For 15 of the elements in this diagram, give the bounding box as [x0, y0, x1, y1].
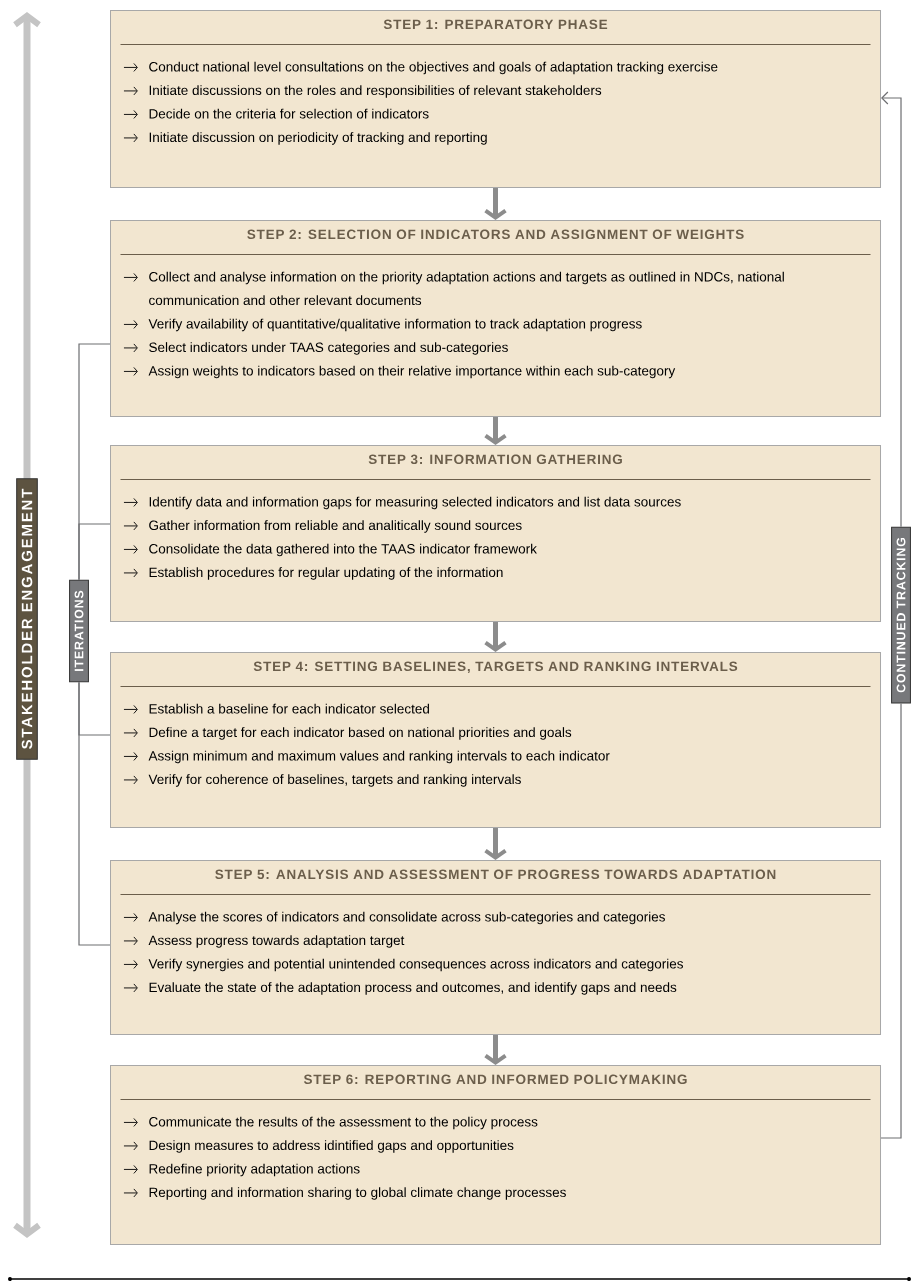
arrow [881, 91, 902, 528]
step-box: STEP 4: SETTING BASELINES, TARGETS AND RANKING INTERVALS Establish a baseline for each indicator selected Define a target for each indicator based on national priorities and goals Assign minimum and maximum values and ranking intervals to each indicator Verify for coherence of baselines, targets and ranking intervals [110, 652, 881, 828]
arrow [484, 622, 507, 652]
step-box: STEP 6: REPORTING AND INFORMED POLICYMAKING Communicate the results of the assessment to the policy process Design measures to address idintified gaps and opportunities Redefine priority adaptation actions Reporting and information sharing to global climate change processes [110, 1065, 881, 1245]
arrow [484, 1035, 507, 1065]
vertical-label: STAKEHOLDER ENGAGEMENT [16, 478, 38, 760]
arrow [484, 828, 507, 860]
arrow [484, 417, 507, 445]
arrow [484, 188, 507, 220]
step-box: STEP 3: INFORMATION GATHERING Identify data and information gaps for measuring selected indicators and list data sources Gather information from reliable and analitically sound sources Consolidate the data gathered into the TAAS indicator framework Establish procedures for regular updating of the information [110, 445, 881, 622]
vertical-label: ITERATIONS [69, 579, 89, 683]
step-box: STEP 5: ANALYSIS AND ASSESSMENT OF PROGRESS TOWARDS ADAPTATION Analyse the scores of indicators and consolidate across sub-categories and categories Assess progress towards adaptation target Verify synergies and potential unintended consequences across indicators and categories Evaluate the state of the adaptation process and outcomes, and identify gaps and needs [110, 860, 881, 1035]
vertical-label: CONTINUED TRACKING [891, 526, 911, 704]
step-box: STEP 1: PREPARATORY PHASE Conduct national level consultations on the objectives and goals of adaptation tracking exercise Initiate discussions on the roles and responsibilities of relevant stakeholders Decide on the criteria for selection of indicators Initiate discussion on periodicity of tracking and reporting [110, 10, 881, 188]
step-box: STEP 2: SELECTION OF INDICATORS AND ASSIGNMENT OF WEIGHTS Collect and analyse information on the priority adaptation actions and targets as outlined in NDCs, national communication and other relevant documents Verify availability of quantitative/qualitative information to track adaptation progress Select indicators under TAAS categories and sub-categories Assign weights to indicators based on their relative importance within each sub-category [110, 220, 881, 417]
